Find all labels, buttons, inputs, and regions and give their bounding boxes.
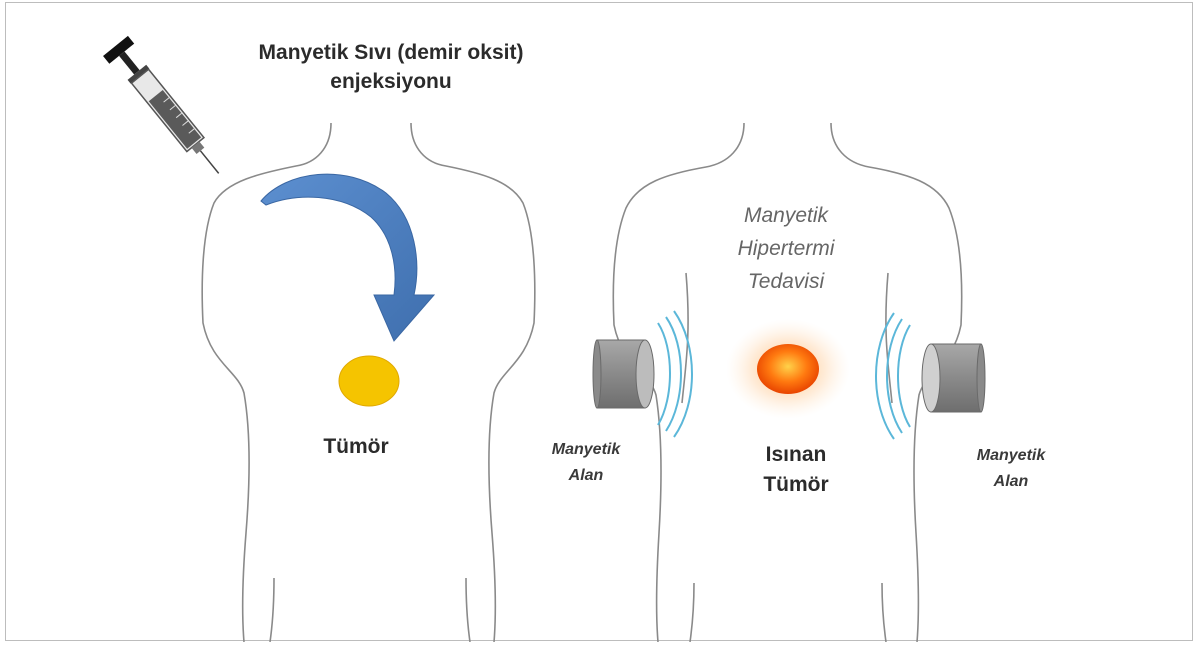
heated-tumor-icon — [726, 319, 850, 419]
field-left-label-line2: Alan — [526, 463, 646, 489]
magnet-icon-left — [593, 340, 654, 408]
curved-arrow-icon — [261, 174, 434, 341]
heated-tumor-label-line2: Tümör — [736, 470, 856, 500]
injection-label-line2: enjeksiyonu — [211, 67, 571, 96]
therapy-label-line2: Hipertermi — [696, 232, 876, 265]
injection-label: Manyetik Sıvı (demir oksit) enjeksiyonu — [211, 38, 571, 96]
tumor-label: Tümör — [291, 435, 421, 459]
figure-frame: Manyetik Sıvı (demir oksit) enjeksiyonu … — [5, 2, 1193, 641]
therapy-label-line1: Manyetik — [696, 199, 876, 232]
field-left-label-line1: Manyetik — [526, 437, 646, 463]
injection-label-line1: Manyetik Sıvı (demir oksit) — [211, 38, 571, 67]
illustration — [6, 3, 1194, 642]
magnet-icon-right — [922, 344, 985, 412]
therapy-label: Manyetik Hipertermi Tedavisi — [696, 199, 876, 298]
field-right-label-line1: Manyetik — [951, 443, 1071, 469]
tumor-icon — [339, 356, 399, 406]
heated-tumor-label: Isınan Tümör — [736, 440, 856, 500]
magnetic-field-label-left: Manyetik Alan — [526, 437, 646, 489]
therapy-label-line3: Tedavisi — [696, 265, 876, 298]
field-waves-left — [658, 311, 692, 437]
heated-tumor-label-line1: Isınan — [736, 440, 856, 470]
field-right-label-line2: Alan — [951, 469, 1071, 495]
magnetic-field-label-right: Manyetik Alan — [951, 443, 1071, 495]
field-waves-right — [876, 313, 910, 439]
